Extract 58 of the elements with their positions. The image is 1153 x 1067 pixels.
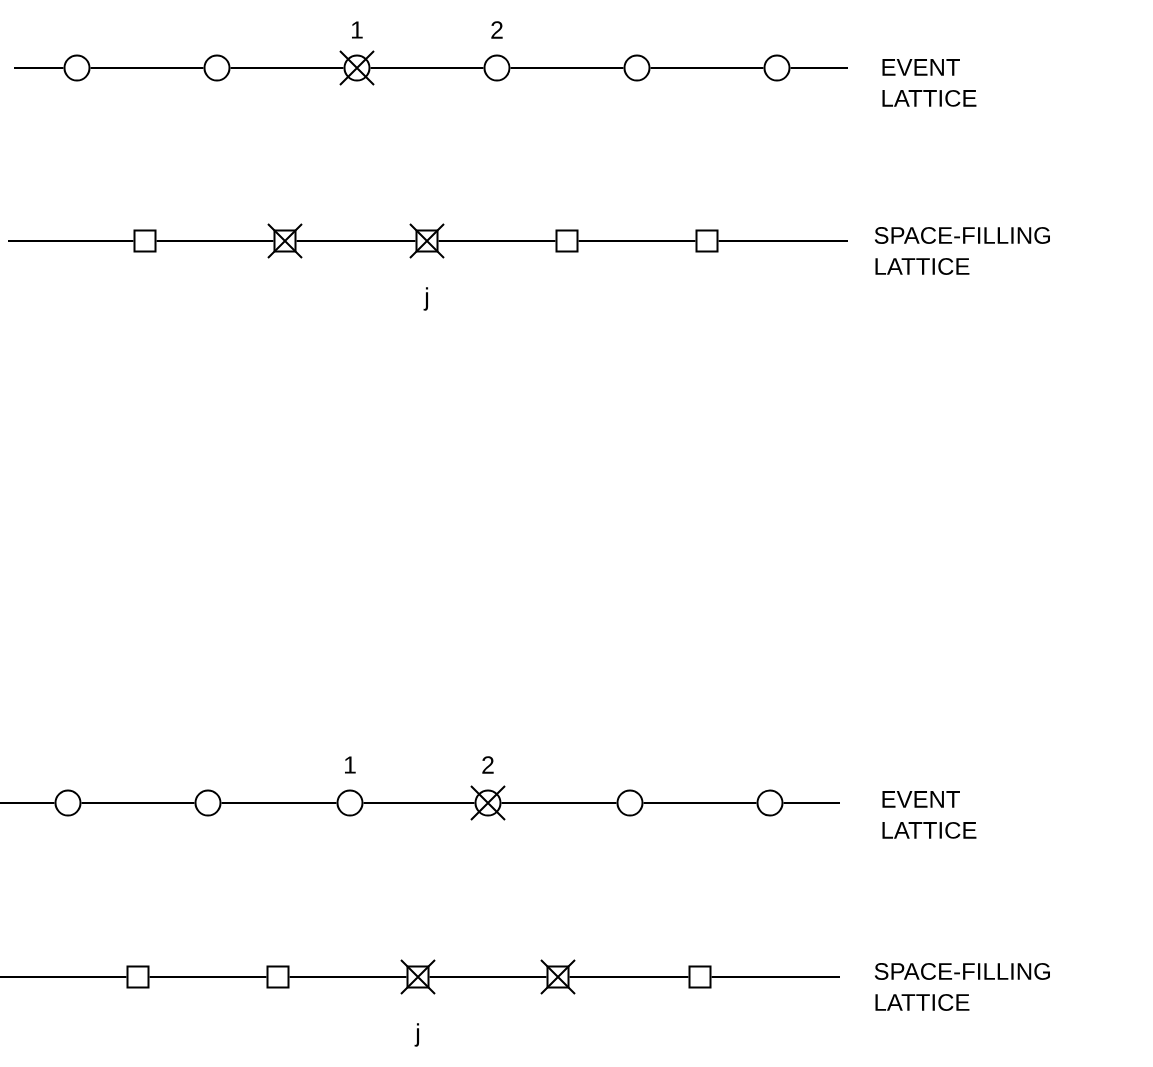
lattice-point <box>623 54 651 82</box>
crossed-lattice-point <box>470 785 506 821</box>
lattice-label: EVENT LATTICE <box>882 59 977 107</box>
lattice-line <box>0 802 56 804</box>
crossed-lattice-square <box>540 959 576 995</box>
lattice-square <box>266 965 290 989</box>
crossed-lattice-square <box>267 223 303 259</box>
lattice-point <box>756 789 784 817</box>
lattice-line <box>148 976 268 978</box>
lattice-label: SPACE-FILLING LATTICE <box>874 963 1050 1011</box>
lattice-point <box>616 789 644 817</box>
lattice-line <box>649 67 765 69</box>
lattice-line <box>155 240 275 242</box>
lattice-line <box>577 240 697 242</box>
lattice-line <box>568 976 690 978</box>
point-label: j <box>414 1023 420 1047</box>
point-label: 1 <box>351 21 363 39</box>
lattice-point <box>54 789 82 817</box>
lattice-line <box>710 976 841 978</box>
lattice-square <box>126 965 150 989</box>
point-label: 2 <box>482 756 494 774</box>
crossed-lattice-square <box>400 959 436 995</box>
lattice-line <box>509 67 625 69</box>
lattice-point <box>194 789 222 817</box>
lattice-line <box>89 67 205 69</box>
lattice-point <box>63 54 91 82</box>
lattice-line <box>782 802 841 804</box>
lattice-point <box>203 54 231 82</box>
crossed-lattice-point <box>339 50 375 86</box>
lattice-line <box>220 802 338 804</box>
lattice-label: EVENT LATTICE <box>882 791 977 839</box>
lattice-line <box>80 802 196 804</box>
lattice-label: SPACE-FILLING LATTICE <box>874 227 1050 275</box>
lattice-line <box>13 67 65 69</box>
lattice-point <box>483 54 511 82</box>
crossed-lattice-square <box>409 223 445 259</box>
lattice-line <box>7 240 135 242</box>
lattice-line <box>428 976 548 978</box>
lattice-line <box>362 802 476 804</box>
point-label: 1 <box>344 756 356 774</box>
lattice-point <box>336 789 364 817</box>
lattice-line <box>789 67 849 69</box>
lattice-line <box>642 802 758 804</box>
point-label: j <box>423 287 429 311</box>
point-label: 2 <box>491 21 503 39</box>
lattice-point <box>763 54 791 82</box>
lattice-line <box>0 976 128 978</box>
lattice-square <box>695 229 719 253</box>
lattice-square <box>555 229 579 253</box>
lattice-line <box>500 802 618 804</box>
lattice-square <box>688 965 712 989</box>
lattice-line <box>295 240 417 242</box>
lattice-line <box>369 67 485 69</box>
lattice-line <box>717 240 849 242</box>
lattice-square <box>133 229 157 253</box>
lattice-line <box>288 976 408 978</box>
lattice-line <box>229 67 345 69</box>
lattice-line <box>437 240 557 242</box>
